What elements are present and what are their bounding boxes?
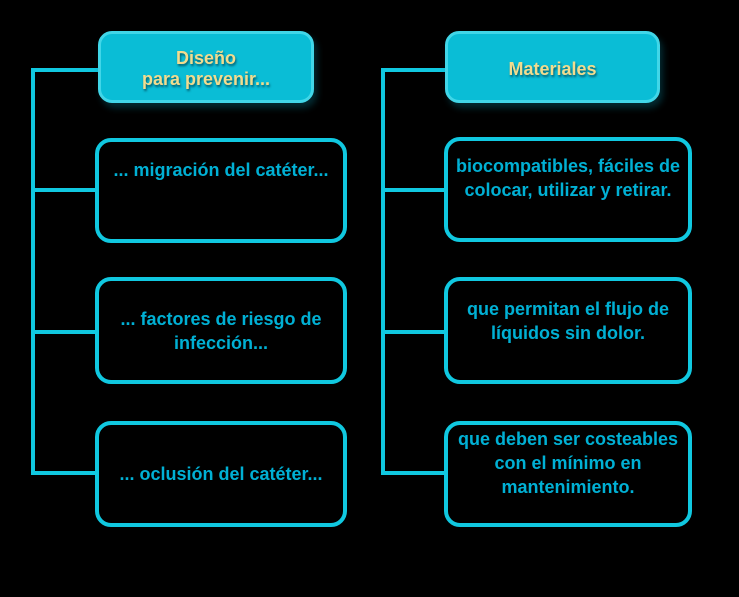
connector-branch-left-1 [31, 188, 95, 192]
node-label: que deben ser costeables con el mínimo e… [457, 429, 679, 497]
connector-branch-left-3 [31, 471, 95, 475]
node-label: ... migración del catéter... [113, 159, 329, 180]
header-label: Diseño para prevenir... [141, 48, 271, 89]
node-label: ... oclusión del catéter... [119, 464, 323, 484]
node-costeables: que deben ser costeables con el mínimo e… [444, 421, 692, 527]
node-migracion-del-cateter: ... migración del catéter... [95, 138, 347, 243]
header-materiales: Materiales [445, 31, 660, 103]
node-label: biocompatibles, fáciles de colocar, util… [455, 155, 681, 200]
connector-trunk-right [381, 68, 385, 475]
connector-branch-left-2 [31, 330, 95, 334]
connector-branch-left-header [31, 68, 98, 72]
header-label: Materiales [508, 58, 597, 79]
node-factores-de-riesgo: ... factores de riesgo de infección... [95, 277, 347, 384]
node-flujo-sin-dolor: que permitan el flujo de líquidos sin do… [444, 277, 692, 384]
node-oclusion-del-cateter: ... oclusión del catéter... [95, 421, 347, 527]
connector-branch-right-3 [381, 471, 444, 475]
connector-branch-right-header [381, 68, 445, 72]
header-diseno-para-prevenir: Diseño para prevenir... [98, 31, 314, 103]
connector-trunk-left [31, 68, 35, 475]
node-label: que permitan el flujo de líquidos sin do… [466, 298, 670, 343]
node-label: ... factores de riesgo de infección... [120, 308, 322, 353]
connector-branch-right-1 [381, 188, 444, 192]
node-biocompatibles: biocompatibles, fáciles de colocar, util… [444, 137, 692, 242]
connector-branch-right-2 [381, 330, 444, 334]
